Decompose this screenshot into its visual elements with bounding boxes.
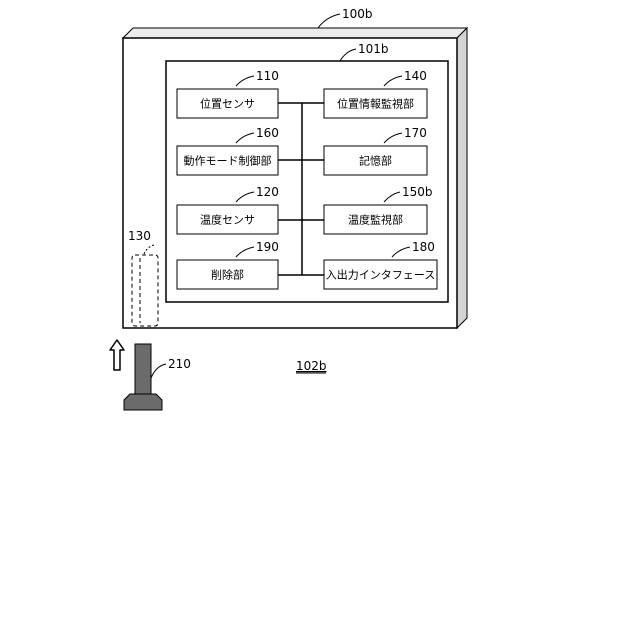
ref-170: 170 [404, 126, 427, 140]
probe-leader-line [151, 364, 166, 378]
unit-ref-label: 101b [358, 42, 389, 56]
ref-120: 120 [256, 185, 279, 199]
block-storage-text: 記憶部 [359, 154, 392, 168]
up-arrow-icon [110, 340, 124, 370]
ref-150b: 150b [402, 185, 433, 199]
ref-180: 180 [412, 240, 435, 254]
device-leader-line [318, 14, 340, 28]
device-side-face [457, 28, 467, 328]
probe-ref-label: 210 [168, 357, 191, 371]
probe-shaft [135, 344, 151, 394]
block-temperature-monitor-text: 温度監視部 [348, 213, 403, 227]
block-operation-mode-control-text: 動作モード制御部 [184, 154, 272, 168]
device-ref-label: 100b [342, 7, 373, 21]
probe-base [124, 394, 162, 410]
device-top-face [123, 28, 467, 38]
region-ref-label: 102b [296, 359, 327, 373]
ref-160: 160 [256, 126, 279, 140]
ref-190: 190 [256, 240, 279, 254]
probe-210 [124, 344, 162, 410]
block-position-sensor-text: 位置センサ [200, 97, 255, 111]
block-io-interface-text: 入出力インタフェース [326, 268, 435, 282]
ref-140: 140 [404, 69, 427, 83]
block-deletion-text: 削除部 [211, 268, 244, 282]
block-temperature-sensor-text: 温度センサ [200, 213, 255, 227]
sensor-strip-ref-label: 130 [128, 229, 151, 243]
ref-110: 110 [256, 69, 279, 83]
block-position-monitor-text: 位置情報監視部 [337, 97, 414, 111]
